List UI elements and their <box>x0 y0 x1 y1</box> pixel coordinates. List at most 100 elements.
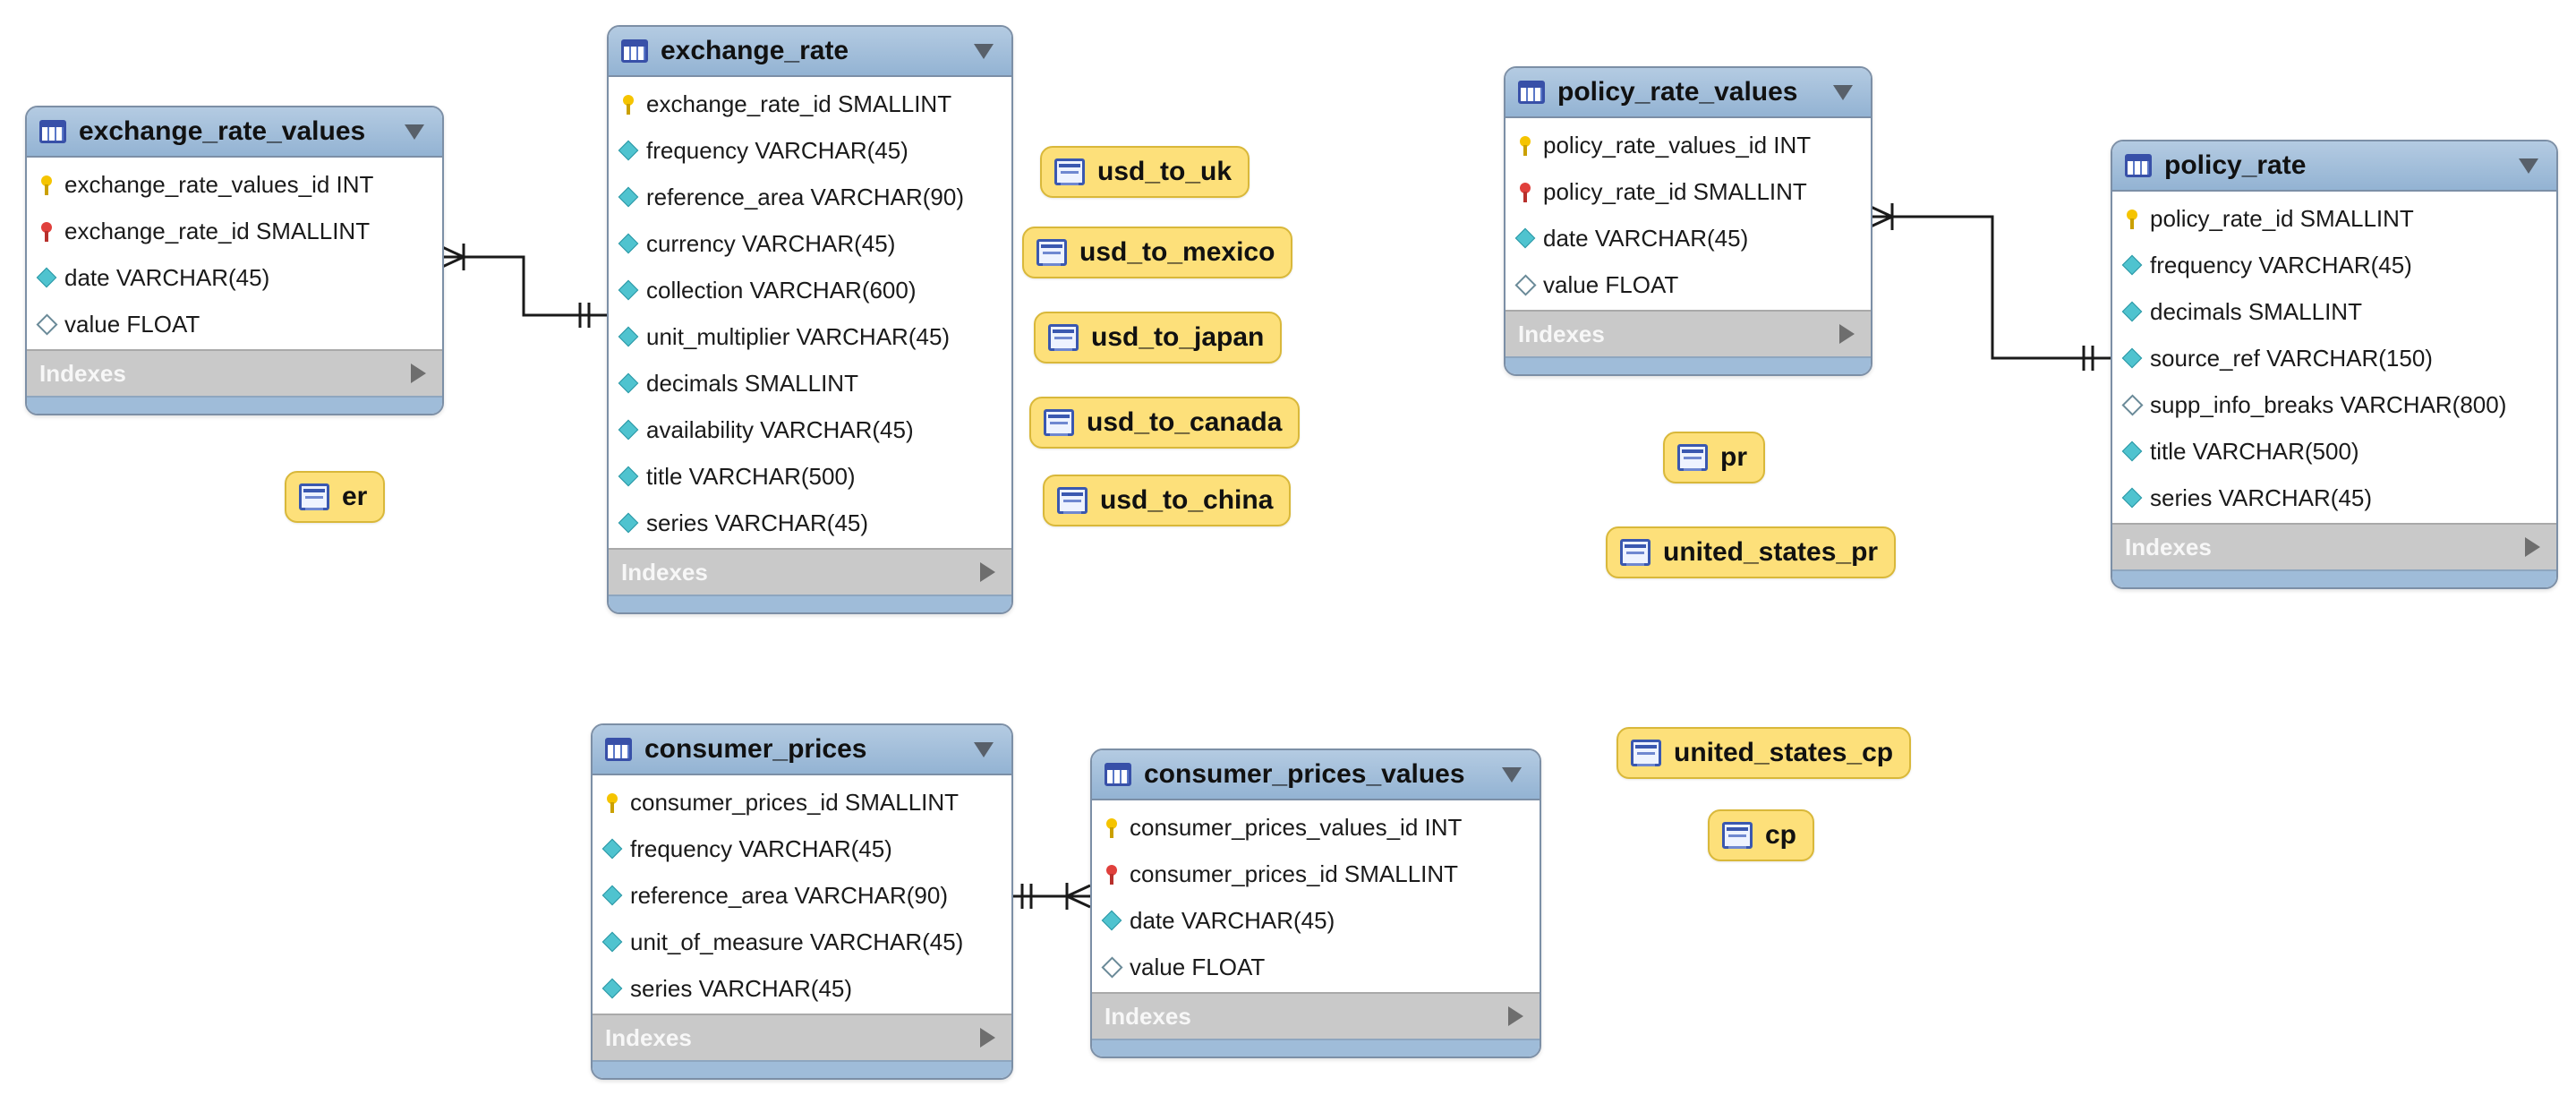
indexes-section[interactable]: Indexes <box>27 349 442 396</box>
collapse-toggle-icon[interactable] <box>974 741 994 757</box>
table-header[interactable]: consumer_prices_values <box>1092 750 1540 800</box>
expand-arrow-icon[interactable] <box>1508 1006 1523 1026</box>
not-null-column-icon <box>2121 347 2143 369</box>
view-pr[interactable]: pr <box>1663 432 1765 483</box>
table-header[interactable]: exchange_rate_values <box>27 107 442 158</box>
column-row[interactable]: series VARCHAR(45) <box>2112 475 2556 521</box>
table-header[interactable]: exchange_rate <box>609 27 1011 77</box>
column-marker <box>618 186 639 208</box>
expand-arrow-icon[interactable] <box>2525 537 2540 557</box>
not-null-column-icon <box>2121 487 2143 509</box>
indexes-section[interactable]: Indexes <box>593 1014 1011 1060</box>
not-null-column-icon <box>618 140 639 161</box>
column-row[interactable]: date VARCHAR(45) <box>27 254 442 301</box>
column-row[interactable]: source_ref VARCHAR(150) <box>2112 335 2556 381</box>
view-united_states_cp[interactable]: united_states_cp <box>1616 727 1912 779</box>
view-united_states_pr[interactable]: united_states_pr <box>1606 526 1897 578</box>
view-name: cp <box>1765 820 1797 850</box>
column-row[interactable]: frequency VARCHAR(45) <box>593 826 1011 872</box>
column-marker <box>618 512 639 534</box>
column-row[interactable]: policy_rate_values_id INT <box>1506 122 1871 168</box>
column-row[interactable]: consumer_prices_id SMALLINT <box>1092 851 1540 897</box>
column-row[interactable]: date VARCHAR(45) <box>1092 897 1540 944</box>
collapse-toggle-icon[interactable] <box>1833 84 1853 100</box>
column-marker <box>603 793 621 813</box>
column-marker <box>619 95 637 115</box>
indexes-section[interactable]: Indexes <box>1506 310 1871 356</box>
column-row[interactable]: reference_area VARCHAR(90) <box>593 872 1011 919</box>
column-row[interactable]: exchange_rate_values_id INT <box>27 161 442 208</box>
column-row[interactable]: decimals SMALLINT <box>609 360 1011 406</box>
indexes-section[interactable]: Indexes <box>2112 523 2556 569</box>
column-row[interactable]: series VARCHAR(45) <box>609 500 1011 546</box>
column-row[interactable]: exchange_rate_id SMALLINT <box>27 208 442 254</box>
view-icon <box>1677 444 1708 471</box>
column-definition: availability VARCHAR(45) <box>646 415 914 443</box>
column-row[interactable]: currency VARCHAR(45) <box>609 220 1011 267</box>
column-row[interactable]: decimals SMALLINT <box>2112 288 2556 335</box>
column-marker <box>1516 183 1534 202</box>
not-null-column-icon <box>618 186 639 208</box>
view-usd_to_uk[interactable]: usd_to_uk <box>1040 146 1250 198</box>
indexes-section[interactable]: Indexes <box>1092 992 1540 1039</box>
relationship-policy-rate <box>1869 215 2111 360</box>
nullable-column-icon <box>35 312 58 336</box>
expand-arrow-icon[interactable] <box>980 1028 995 1048</box>
column-row[interactable]: supp_info_breaks VARCHAR(800) <box>2112 381 2556 428</box>
view-usd_to_canada[interactable]: usd_to_canada <box>1029 397 1301 449</box>
column-row[interactable]: consumer_prices_values_id INT <box>1092 804 1540 851</box>
column-row[interactable]: title VARCHAR(500) <box>609 453 1011 500</box>
indexes-section[interactable]: Indexes <box>609 548 1011 595</box>
column-definition: exchange_rate_id SMALLINT <box>64 217 371 244</box>
collapse-toggle-icon[interactable] <box>974 43 994 59</box>
column-row[interactable]: date VARCHAR(45) <box>1506 215 1871 261</box>
one-mandatory-marker <box>578 303 591 328</box>
column-row[interactable]: reference_area VARCHAR(90) <box>609 174 1011 220</box>
relationship-exchange-rate <box>440 255 607 317</box>
column-row[interactable]: title VARCHAR(500) <box>2112 428 2556 475</box>
column-row[interactable]: value FLOAT <box>27 301 442 347</box>
view-icon <box>1054 158 1085 185</box>
view-usd_to_japan[interactable]: usd_to_japan <box>1034 312 1283 364</box>
column-row[interactable]: frequency VARCHAR(45) <box>2112 242 2556 288</box>
column-row[interactable]: collection VARCHAR(600) <box>609 267 1011 313</box>
column-marker <box>618 372 639 394</box>
primary-key-icon <box>607 793 618 813</box>
view-usd_to_china[interactable]: usd_to_china <box>1043 475 1292 526</box>
collapse-toggle-icon[interactable] <box>2519 158 2538 174</box>
expand-arrow-icon[interactable] <box>980 562 995 582</box>
column-row[interactable]: unit_multiplier VARCHAR(45) <box>609 313 1011 360</box>
column-row[interactable]: policy_rate_id SMALLINT <box>1506 168 1871 215</box>
column-row[interactable]: availability VARCHAR(45) <box>609 406 1011 453</box>
view-cp[interactable]: cp <box>1708 809 1815 861</box>
table-header[interactable]: policy_rate <box>2112 141 2556 192</box>
column-definition: collection VARCHAR(600) <box>646 276 917 304</box>
collapse-toggle-icon[interactable] <box>1502 766 1522 783</box>
column-row[interactable]: consumer_prices_id SMALLINT <box>593 779 1011 826</box>
nullable-column-icon <box>1100 955 1123 979</box>
column-row[interactable]: unit_of_measure VARCHAR(45) <box>593 919 1011 965</box>
expand-arrow-icon[interactable] <box>411 364 426 383</box>
view-name: united_states_cp <box>1674 738 1894 767</box>
column-row[interactable]: value FLOAT <box>1506 261 1871 308</box>
table-icon <box>605 738 632 761</box>
column-row[interactable]: exchange_rate_id SMALLINT <box>609 81 1011 127</box>
column-row[interactable]: frequency VARCHAR(45) <box>609 127 1011 174</box>
view-usd_to_mexico[interactable]: usd_to_mexico <box>1022 227 1293 278</box>
collapse-toggle-icon[interactable] <box>405 124 424 140</box>
expand-arrow-icon[interactable] <box>1839 324 1855 344</box>
column-definition: date VARCHAR(45) <box>1543 224 1749 252</box>
column-row[interactable]: policy_rate_id SMALLINT <box>2112 195 2556 242</box>
column-row[interactable]: value FLOAT <box>1092 944 1540 990</box>
table-header[interactable]: policy_rate_values <box>1506 68 1871 118</box>
view-er[interactable]: er <box>285 471 386 523</box>
column-row[interactable]: series VARCHAR(45) <box>593 965 1011 1012</box>
table-header[interactable]: consumer_prices <box>593 725 1011 775</box>
